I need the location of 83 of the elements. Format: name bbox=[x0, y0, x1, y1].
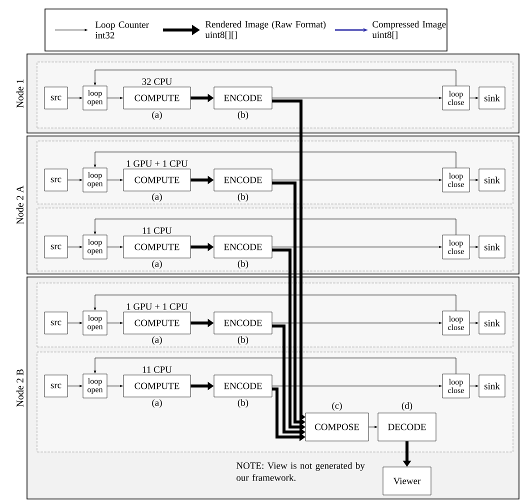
arrow bbox=[67, 246, 82, 248]
arrow bbox=[272, 178, 442, 182]
note-text: NOTE: View is not generated by our framework. bbox=[236, 462, 365, 481]
arrow bbox=[469, 384, 478, 388]
process-box: COMPUTE bbox=[123, 236, 191, 258]
annotation-label: 11 CPU bbox=[142, 227, 172, 234]
arrow bbox=[106, 384, 123, 388]
annotation-label: (a) bbox=[152, 193, 162, 202]
process-box: loop close bbox=[442, 310, 470, 336]
process-box: src bbox=[44, 312, 68, 334]
process-box: ENCODE bbox=[214, 86, 272, 110]
annotation-label: (a) bbox=[152, 111, 162, 120]
process-box: loop close bbox=[442, 234, 470, 260]
arrow bbox=[67, 322, 82, 324]
arrow bbox=[272, 322, 442, 324]
node-label: Node 2 A bbox=[16, 186, 24, 224]
annotation-label: (b) bbox=[238, 399, 248, 408]
arrow bbox=[272, 384, 442, 388]
arrow bbox=[106, 178, 123, 182]
process-box: src bbox=[44, 374, 68, 398]
process-box: DECODE bbox=[378, 412, 436, 442]
process-box: loop open bbox=[82, 168, 108, 192]
process-box: loop open bbox=[82, 374, 108, 398]
legend-text: Compressed Image uint8[] bbox=[372, 20, 446, 40]
process-box: src bbox=[44, 168, 68, 192]
node-label: Node 1 bbox=[16, 80, 24, 108]
arrow bbox=[94, 294, 456, 312]
arrow bbox=[67, 384, 82, 388]
process-box: ENCODE bbox=[214, 374, 272, 398]
annotation-label: (b) bbox=[238, 336, 248, 345]
annotation-label: (b) bbox=[238, 260, 248, 269]
arrow bbox=[469, 246, 478, 248]
legend-text: Loop Counter int32 bbox=[95, 22, 149, 38]
process-box: loop open bbox=[82, 310, 108, 336]
annotation-label: (b) bbox=[238, 111, 248, 120]
arrow bbox=[368, 426, 378, 428]
process-box: ENCODE bbox=[214, 168, 272, 192]
arrow bbox=[272, 246, 442, 248]
process-box: ENCODE bbox=[214, 312, 272, 334]
process-box: sink bbox=[478, 168, 506, 192]
process-box: loop open bbox=[82, 86, 108, 110]
arrow bbox=[94, 152, 456, 168]
annotation-label: 11 CPU bbox=[142, 366, 172, 373]
arrow bbox=[272, 96, 442, 100]
process-box: sink bbox=[478, 374, 506, 398]
process-box: Viewer bbox=[382, 466, 432, 496]
arrow bbox=[94, 358, 456, 374]
process-box: src bbox=[44, 86, 68, 110]
process-box: COMPUTE bbox=[123, 168, 191, 192]
process-box: loop close bbox=[442, 168, 470, 192]
process-box: loop close bbox=[442, 86, 470, 110]
arrow bbox=[67, 96, 82, 100]
annotation-label: (a) bbox=[152, 336, 162, 345]
annotation-label: (b) bbox=[238, 193, 248, 202]
annotation-label: (c) bbox=[332, 402, 342, 411]
arrow bbox=[469, 96, 478, 100]
process-box: COMPUTE bbox=[123, 312, 191, 334]
arrow bbox=[469, 178, 478, 182]
arrow bbox=[94, 70, 456, 86]
arrow bbox=[106, 246, 123, 248]
annotation-label: (a) bbox=[152, 260, 162, 269]
process-box: src bbox=[44, 236, 68, 258]
annotation-label: 32 CPU bbox=[142, 78, 172, 85]
process-box: COMPOSE bbox=[305, 412, 369, 442]
arrow bbox=[106, 96, 123, 100]
annotation-label: (d) bbox=[402, 402, 412, 411]
annotation-label: 1 GPU + 1 CPU bbox=[126, 160, 188, 167]
arrow bbox=[106, 322, 123, 324]
annotation-label: (a) bbox=[152, 399, 162, 408]
arrow bbox=[94, 218, 456, 236]
process-box: loop close bbox=[442, 374, 470, 398]
legend-text: Rendered Image (Raw Format) uint8[][] bbox=[205, 20, 326, 40]
process-box: sink bbox=[478, 236, 506, 258]
process-box: loop open bbox=[82, 234, 108, 260]
process-box: sink bbox=[478, 312, 506, 334]
process-box: COMPUTE bbox=[123, 86, 191, 110]
process-box: sink bbox=[478, 86, 506, 110]
arrow bbox=[469, 322, 478, 324]
process-box: COMPUTE bbox=[123, 374, 191, 398]
annotation-label: 1 GPU + 1 CPU bbox=[126, 303, 188, 310]
arrow bbox=[67, 178, 82, 182]
node-label: Node 2 B bbox=[16, 369, 24, 407]
process-box: ENCODE bbox=[214, 236, 272, 258]
